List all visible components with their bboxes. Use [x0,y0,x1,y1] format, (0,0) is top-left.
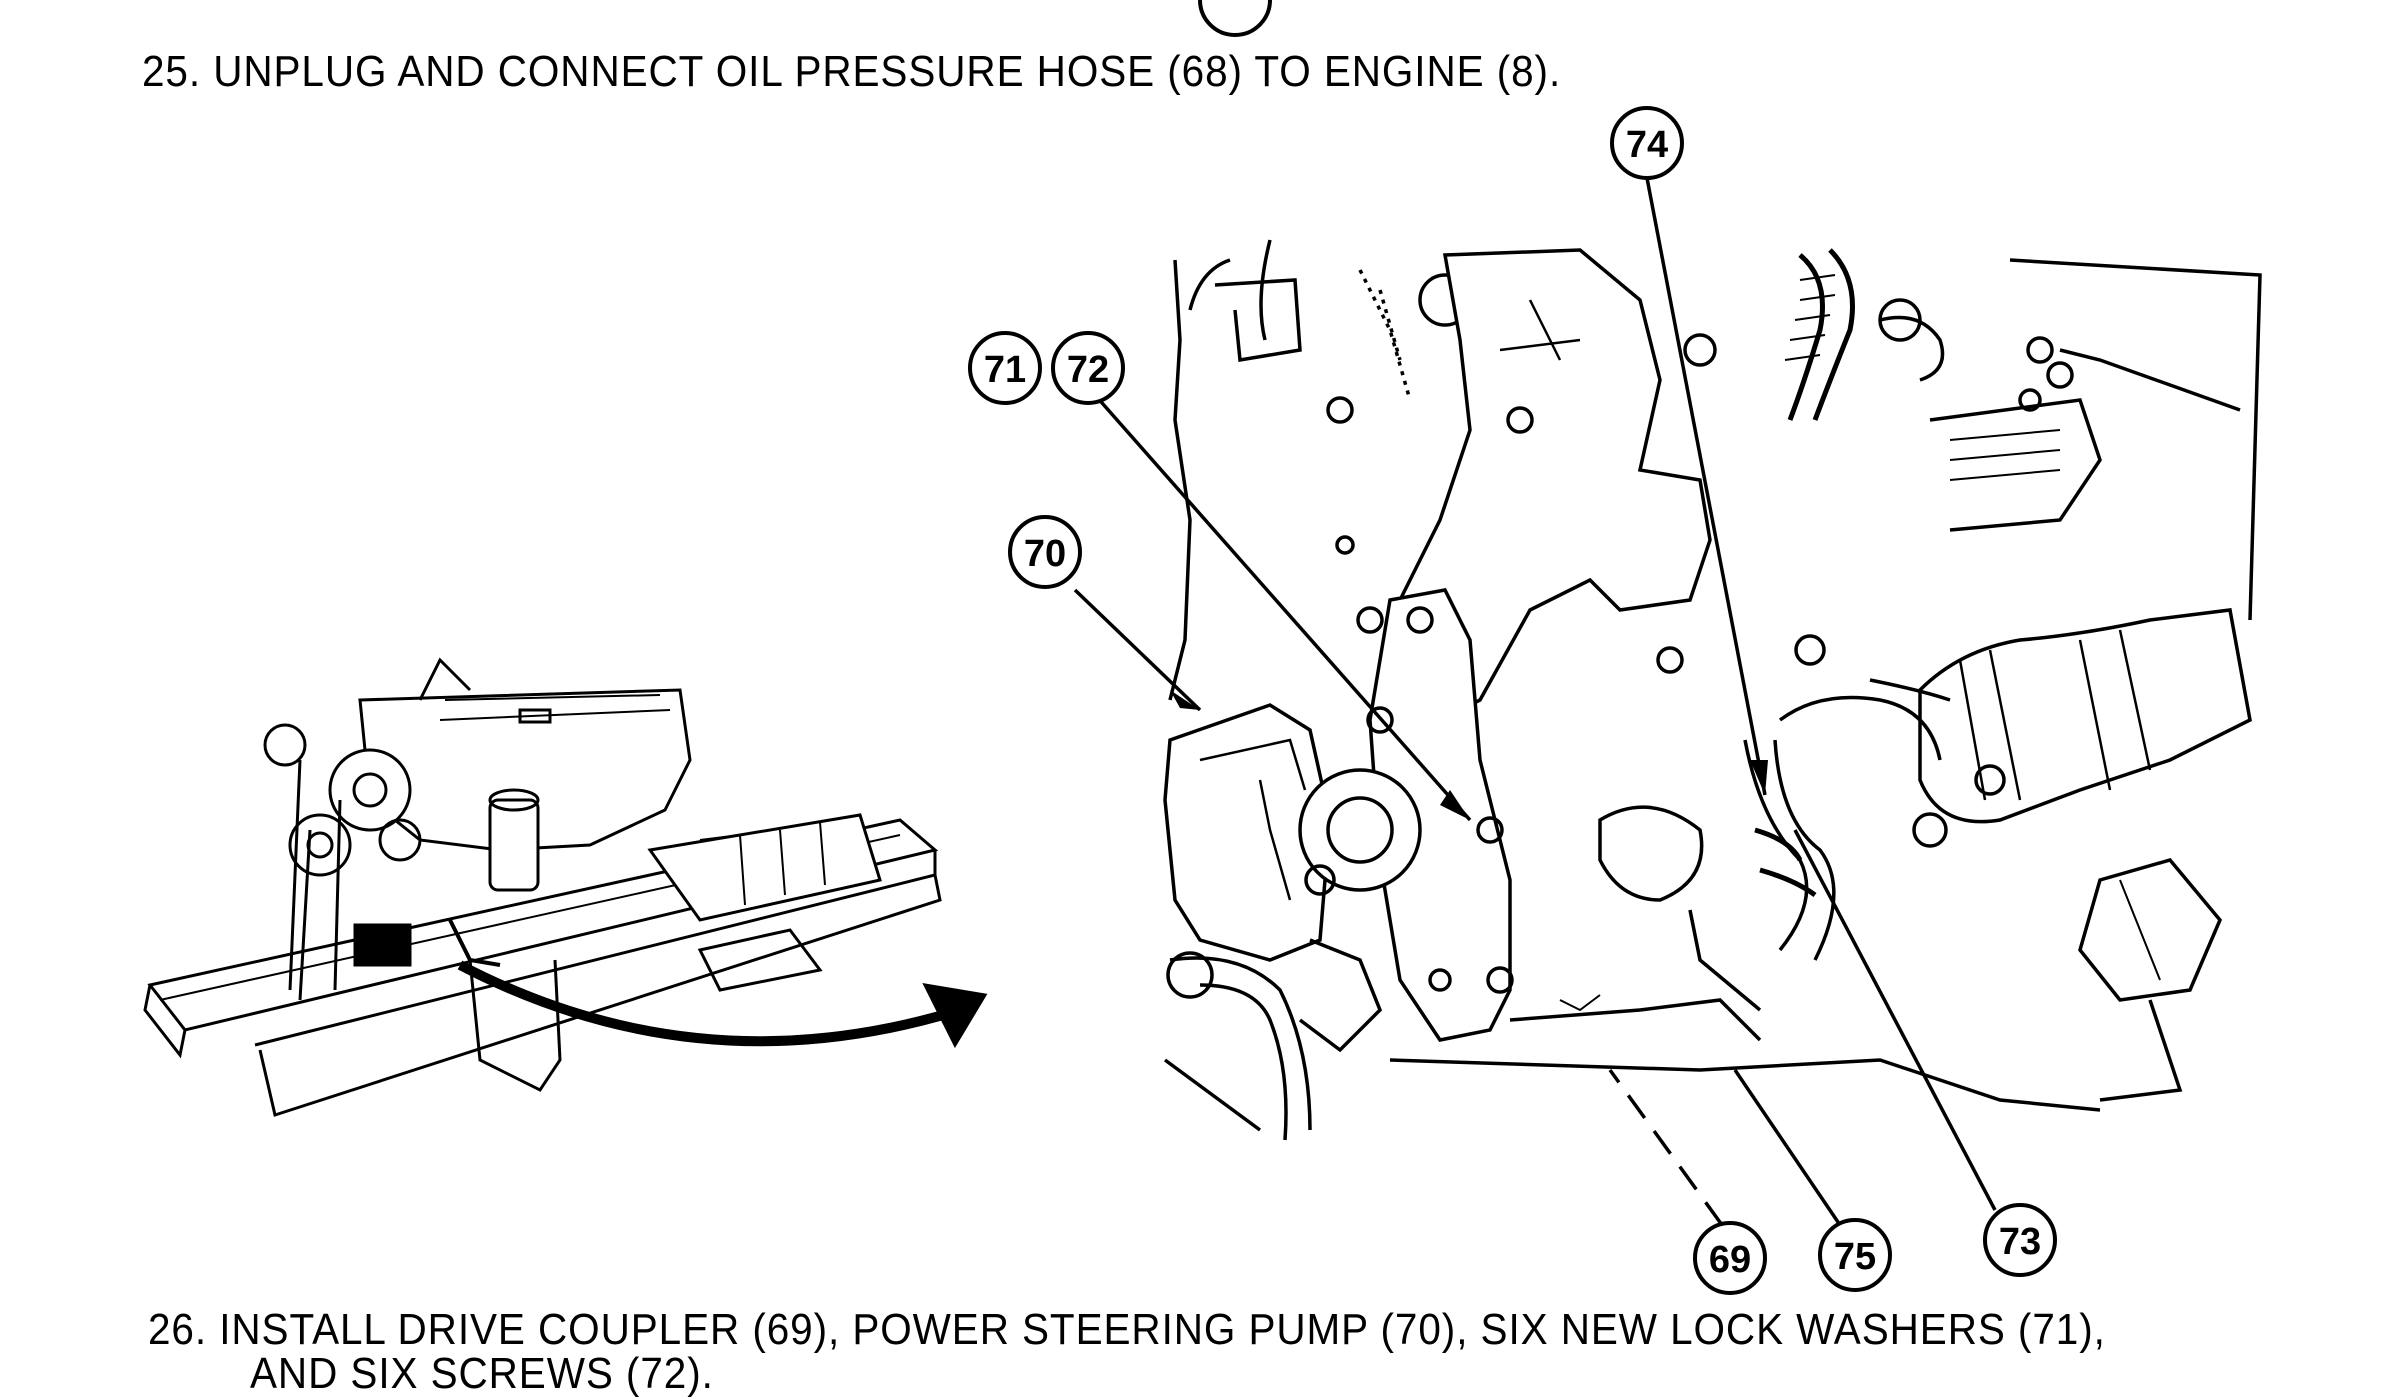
callout-73-label: 73 [1999,1221,2041,1263]
step-26-instruction-line-1: 26. INSTALL DRIVE COUPLER (69), POWER ST… [148,1305,2106,1354]
power-steering-pump-detail [1163,239,2262,1141]
callout-71: 71 [968,331,1042,405]
leader-line-73 [1793,829,1997,1211]
leader-line-69 [1608,1068,1724,1227]
leader-line-75 [1733,1069,1844,1229]
leader-lines [1073,177,1997,1229]
callout-69: 69 [1693,1221,1767,1295]
callout-70: 70 [1008,515,1082,589]
leader-line-71-72 [1093,393,1472,822]
callout-72-label: 72 [1067,349,1109,391]
callout-73: 73 [1983,1203,2057,1277]
callout-75-label: 75 [1834,1236,1876,1278]
locator-engine-illustration [143,657,988,1117]
leader-arrowheads [1170,690,1768,820]
leader-line-70 [1073,588,1202,712]
step-26-instruction-line-2: AND SIX SCREWS (72). [250,1349,714,1398]
callout-70-label: 70 [1024,533,1066,575]
callout-74-label: 74 [1626,124,1668,166]
callout-69-label: 69 [1709,1239,1751,1281]
partial-callout-circle [1198,0,1272,37]
callouts: 71 72 70 74 69 75 [968,106,2057,1295]
step-25-instruction: 25. UNPLUG AND CONNECT OIL PRESSURE HOSE… [142,47,1562,96]
callout-72: 72 [1051,331,1125,405]
callout-74: 74 [1610,106,1684,180]
callout-75: 75 [1818,1218,1892,1292]
callout-71-label: 71 [984,349,1026,391]
leader-line-74 [1645,177,1767,796]
